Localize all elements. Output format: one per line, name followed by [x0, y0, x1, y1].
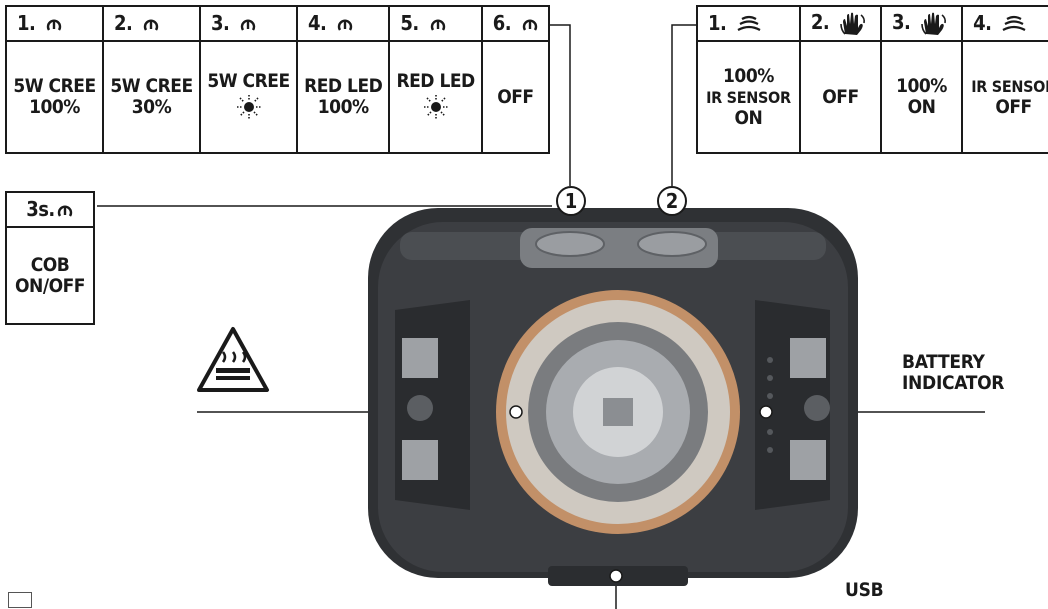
cob-mode-box: 3s. COB ON/OFF: [5, 191, 95, 325]
mode-number: 1.: [17, 11, 36, 35]
mode-label-line: 5W CREE: [13, 75, 96, 97]
right-red-led-top: [790, 338, 826, 378]
battery-label-line: INDICATOR: [902, 372, 1005, 394]
power-icon: [521, 16, 539, 34]
button1_table-header-3: 3.: [199, 5, 298, 42]
button1_table-header-5: 5.: [388, 5, 483, 42]
mode-label-line: RED LED: [304, 75, 383, 97]
callout-button-1: 1: [556, 186, 586, 216]
mode-label-line: ON: [734, 106, 763, 129]
button1_table-mode-cell-6: OFF: [480, 40, 551, 154]
hot-surface-warning-icon: [196, 326, 270, 398]
wave-hand-icon: [839, 12, 867, 36]
mode-label-line: 30%: [131, 96, 172, 118]
button1_table-mode-cell-5: RED LED: [388, 40, 483, 154]
left-red-led-top: [402, 338, 438, 378]
button2_table-mode-cell-3: 100%ON: [879, 40, 964, 154]
button1_table-header-2: 2.: [102, 5, 201, 42]
power-icon: [45, 16, 63, 34]
mode-label-line: RED LED: [396, 69, 475, 92]
right-red-led-bottom: [790, 440, 826, 480]
mode-number: 5.: [400, 11, 419, 35]
power-icon: [336, 16, 354, 34]
button1_table-header-4: 4.: [295, 5, 391, 42]
left-ir-sensor: [407, 395, 433, 421]
battery-indicator-dots: [767, 357, 773, 453]
mode-number: 2.: [114, 11, 133, 35]
right-ir-sensor: [804, 395, 830, 421]
mode-label-line: OFF: [822, 85, 859, 108]
mode-label-line: 5W CREE: [110, 75, 193, 97]
button-1[interactable]: [535, 231, 605, 257]
strobe-icon: [390, 94, 480, 124]
leader-line-button2: [671, 24, 696, 186]
callout-button-2: 2: [657, 186, 687, 216]
mode-number: 3.: [891, 10, 911, 34]
strobe-icon: [201, 94, 296, 124]
mode-number: 3.: [211, 11, 230, 35]
button-2[interactable]: [637, 231, 707, 257]
ir-sensor-icon: [736, 14, 762, 34]
mode-label-line: OFF: [995, 96, 1032, 118]
cob-label-line: ON/OFF: [15, 274, 85, 297]
button2_table-header-1: 1.: [696, 5, 801, 42]
mode-label-line: IR SENSOR: [971, 77, 1048, 96]
power-icon: [56, 202, 74, 220]
cob-label-line: COB: [30, 253, 70, 276]
button2_table-header-4: 4.: [961, 5, 1048, 42]
leader-line-button1: [550, 24, 571, 186]
usb-marker-dot: [609, 569, 623, 583]
power-icon: [239, 16, 257, 34]
mode-label-line: 100%: [29, 96, 80, 118]
mode-label-line: 100%: [896, 75, 947, 97]
button1_table-mode-cell-3: 5W CREE: [199, 40, 298, 154]
mode-label-line: 100%: [723, 64, 774, 87]
wave-hand-icon: [920, 12, 948, 36]
button1_table-header-1: 1.: [5, 5, 104, 42]
warning-marker-dot: [509, 405, 523, 419]
mode-label-line: 100%: [317, 96, 369, 118]
usb-label: USB: [845, 579, 884, 601]
button2_table-mode-cell-2: OFF: [798, 40, 882, 154]
power-icon: [142, 16, 160, 34]
mode-label-line: IR SENSOR: [706, 87, 791, 107]
button2_table-header-3: 3.: [879, 5, 964, 42]
partial-box-bottom-left: [8, 592, 32, 608]
mode-number: 4.: [308, 11, 327, 35]
cree-led: [603, 398, 633, 426]
mode-label-line: 5W CREE: [207, 69, 290, 92]
button2_table-header-2: 2.: [798, 5, 882, 42]
power-icon: [429, 16, 447, 34]
mode-number: 1.: [708, 10, 727, 35]
left-red-led-bottom: [402, 440, 438, 480]
button1_table-header-6: 6.: [480, 5, 551, 42]
mode-label-line: ON: [907, 96, 936, 118]
ir-sensor-icon: [1001, 14, 1027, 34]
cob-header-label: 3s.: [26, 197, 55, 221]
mode-number: 4.: [973, 10, 992, 35]
battery-label-line: BATTERY: [902, 351, 985, 373]
mode-label-line: OFF: [497, 85, 534, 108]
battery-marker-dot: [759, 405, 773, 419]
mode-number: 2.: [810, 10, 830, 34]
battery-indicator-label: BATTERY INDICATOR: [902, 352, 1004, 394]
mode-number: 6.: [492, 11, 512, 35]
